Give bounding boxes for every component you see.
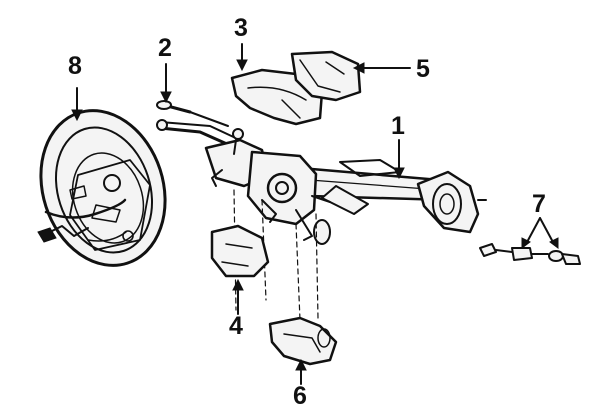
lower-housing — [268, 316, 338, 366]
lower-bracket — [210, 224, 270, 278]
callout-leaders — [71, 43, 559, 385]
callout-2: 2 — [158, 34, 172, 62]
callout-5: 5 — [416, 55, 430, 83]
callout-1: 1 — [391, 112, 405, 140]
callout-labels: 8 2 3 5 1 7 4 6 — [68, 14, 546, 410]
steering-column — [298, 159, 487, 234]
callout-6: 6 — [293, 382, 307, 410]
callout-3: 3 — [234, 14, 248, 42]
turn-signal-lever — [156, 100, 229, 127]
lower-shroud — [290, 50, 362, 102]
callout-8: 8 — [68, 52, 82, 80]
callout-7: 7 — [532, 190, 546, 218]
wiring-connector — [479, 243, 581, 265]
column-switch-assembly — [204, 128, 331, 245]
steering-wheel — [37, 109, 167, 267]
callout-4: 4 — [229, 312, 243, 340]
